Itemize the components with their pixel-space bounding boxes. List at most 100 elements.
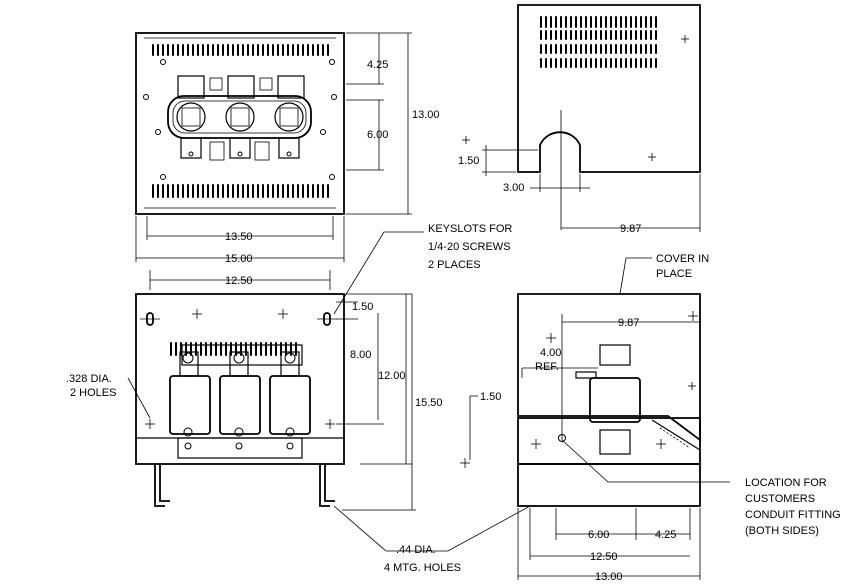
vent-slot bbox=[645, 30, 647, 40]
vent-slot bbox=[545, 44, 547, 54]
note-cover: COVER IN PLACE bbox=[619, 253, 709, 295]
vent-slot bbox=[197, 44, 199, 56]
dim-label: REF. bbox=[535, 361, 559, 373]
vent-slot bbox=[242, 184, 244, 198]
vent-slot bbox=[227, 184, 229, 198]
vent-slot bbox=[202, 44, 204, 56]
dim-label: 12.50 bbox=[225, 275, 253, 287]
vent-slot bbox=[625, 44, 627, 54]
dim-label: 15.50 bbox=[415, 397, 443, 409]
vent-slot bbox=[317, 184, 319, 198]
vent-slot bbox=[555, 58, 557, 68]
vent-slot bbox=[255, 342, 257, 356]
vent-slot bbox=[282, 184, 284, 198]
side-bottom-view: 9.87 4.00 REF. 1.50 6.00 4.25 12.50 bbox=[460, 293, 701, 583]
vent-slot bbox=[640, 44, 642, 54]
vent-slot bbox=[615, 30, 617, 40]
vent-slot bbox=[225, 342, 227, 356]
vent-slot bbox=[312, 184, 314, 198]
dim-label: 4.25 bbox=[367, 59, 388, 71]
vent-slot bbox=[152, 44, 154, 56]
vent-slot bbox=[585, 30, 587, 40]
vent-slot bbox=[545, 30, 547, 40]
dim-ref: 4.00 REF. bbox=[521, 347, 598, 378]
vent-slot bbox=[555, 44, 557, 54]
vent-slot bbox=[635, 16, 637, 28]
vent-slot bbox=[202, 184, 204, 198]
vent-slot bbox=[605, 16, 607, 28]
vent-slots-top bbox=[152, 44, 329, 56]
vent-slot bbox=[630, 30, 632, 40]
vent-slot bbox=[550, 58, 552, 68]
dim-label: 4.25 bbox=[655, 529, 676, 541]
vent-slot bbox=[182, 184, 184, 198]
dim-label: 15.00 bbox=[225, 253, 253, 265]
vent-slot bbox=[292, 44, 294, 56]
vent-slot bbox=[600, 58, 602, 68]
vent-slot bbox=[545, 16, 547, 28]
vent-slot bbox=[565, 58, 567, 68]
vent-slot bbox=[590, 16, 592, 28]
vent-slot bbox=[307, 44, 309, 56]
vent-slot bbox=[197, 184, 199, 198]
vent-slot bbox=[292, 184, 294, 198]
vent-slot bbox=[167, 44, 169, 56]
front-top-view: 13.00 4.25 6.00 13.50 15.00 bbox=[135, 32, 440, 265]
note-line: 1/4-20 SCREWS bbox=[428, 241, 511, 253]
dim-bottom-widths: 6.00 4.25 12.50 13.00 bbox=[517, 508, 701, 583]
side-crosshairs bbox=[460, 333, 696, 468]
front-top-panel bbox=[135, 32, 345, 215]
vent-slot bbox=[302, 184, 304, 198]
vent-slot bbox=[540, 30, 542, 40]
note-holes-328: .328 DIA. 2 HOLES bbox=[66, 373, 151, 419]
vent-slot bbox=[560, 16, 562, 28]
vent-slot bbox=[262, 44, 264, 56]
cover-outline bbox=[517, 293, 701, 442]
dim-label: 1.50 bbox=[352, 301, 373, 313]
vent-slot bbox=[580, 58, 582, 68]
vent-slot bbox=[247, 44, 249, 56]
vent-slot bbox=[600, 16, 602, 28]
vent-slot bbox=[220, 342, 222, 356]
vent-slot bbox=[297, 44, 299, 56]
vent-slot bbox=[650, 58, 652, 68]
vent-slot bbox=[625, 16, 627, 28]
vent-slot bbox=[580, 30, 582, 40]
vent-slot bbox=[267, 44, 269, 56]
vent-slot bbox=[630, 58, 632, 68]
vent-slot bbox=[212, 44, 214, 56]
note-mtg-holes: .44 DIA. 4 MTG. HOLES bbox=[333, 505, 531, 574]
base-box bbox=[517, 417, 701, 465]
dim-hole-width: 12.50 bbox=[149, 270, 331, 290]
vent-slot bbox=[317, 44, 319, 56]
dim-label: 3.00 bbox=[503, 182, 524, 194]
vent-slot bbox=[585, 58, 587, 68]
vent-slot bbox=[635, 58, 637, 68]
vent-slot bbox=[565, 16, 567, 28]
front-bottom-panel bbox=[135, 293, 345, 465]
vent-slot bbox=[650, 30, 652, 40]
vent-slot bbox=[175, 342, 177, 356]
vent-slot bbox=[540, 16, 542, 28]
note-line: 2 HOLES bbox=[70, 387, 116, 399]
vent-slot bbox=[640, 58, 642, 68]
dim-label: 6.00 bbox=[588, 529, 609, 541]
dim-upper-middle: 4.25 6.00 bbox=[346, 33, 388, 171]
vent-slot bbox=[307, 184, 309, 198]
vent-slot bbox=[630, 16, 632, 28]
vent-slot bbox=[265, 342, 267, 356]
dim-label: 4.00 bbox=[540, 347, 561, 359]
vent-slot bbox=[207, 184, 209, 198]
vent-slot bbox=[322, 184, 324, 198]
vent-slot bbox=[172, 44, 174, 56]
dim-label: 12.00 bbox=[378, 370, 406, 382]
vent-slot bbox=[215, 342, 217, 356]
dim-height-total: 13.00 bbox=[346, 32, 440, 215]
vent-slot bbox=[610, 16, 612, 28]
mounting-feet bbox=[154, 464, 335, 507]
vent-slot bbox=[162, 44, 164, 56]
vent-slot bbox=[615, 58, 617, 68]
vent-slot bbox=[565, 30, 567, 40]
vent-slot bbox=[227, 44, 229, 56]
